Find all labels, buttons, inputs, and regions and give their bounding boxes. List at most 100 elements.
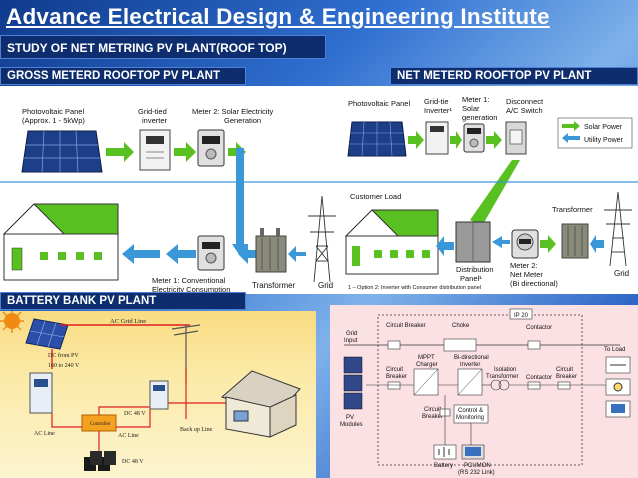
net-meter2-icon	[511, 229, 539, 259]
cb-left-symbol	[387, 381, 401, 390]
gross-meter2-label-1: Meter 2: Solar Electricity	[192, 107, 274, 116]
battery-inverter-right-icon	[149, 380, 169, 410]
legend-utility-label: Utility Power	[584, 137, 624, 144]
net-arrow-6-icon	[540, 235, 556, 253]
net-distribution-label-1: Distribution	[456, 265, 494, 274]
gross-arrow-4-icon	[166, 244, 196, 264]
page-title: Advance Electrical Design & Engineering …	[6, 4, 550, 29]
net-legend: Solar Power Utility Power	[557, 117, 633, 149]
battery-heading: BATTERY BANK PV PLANT	[0, 292, 246, 310]
grid-input-label-1: Grid	[346, 331, 357, 337]
pv-modules-label-1: PV	[346, 415, 354, 421]
page-subtitle: STUDY OF NET METRING PV PLANT(ROOF TOP)	[0, 35, 326, 59]
gross-inverter-label-2: inverter	[142, 116, 168, 125]
control-label-1: Control &	[458, 408, 483, 414]
ip20-label: IP 20	[514, 313, 529, 319]
net-inverter-label-2: Inverter¹	[424, 106, 452, 115]
net-inverter-icon	[425, 121, 449, 155]
backup-line-label: Back up Line	[180, 427, 213, 433]
net-customer-load-label: Customer Load	[350, 192, 401, 201]
net-footnote: 1 – Option 2: Inverter with Consumer dis…	[348, 285, 481, 291]
legend-solar-arrow-icon	[562, 121, 580, 131]
net-solar-panel-icon	[347, 121, 407, 157]
ac-line-left-label: AC Line	[34, 431, 55, 437]
battery-house-icon	[221, 370, 301, 438]
load-lamp-icon	[605, 378, 631, 396]
net-arrow-7-icon	[590, 235, 604, 253]
pcumon-label-1: PCUMON	[464, 463, 491, 469]
pcu-schematic-diagram: IP 20 Grid Input Circuit Breaker Choke C…	[330, 305, 638, 478]
net-pv-label: Photovoltaic Panel	[348, 99, 410, 108]
cb-left-label-2: Breaker	[386, 374, 407, 380]
net-distribution-label-2: Panel¹	[460, 274, 482, 283]
net-arrow-4-icon	[436, 236, 454, 256]
net-disconnect-label-2: A/C Switch	[506, 106, 543, 115]
cb-top-symbol	[387, 340, 401, 350]
battery-symbol-icon	[433, 444, 457, 460]
gross-solar-panel-icon	[21, 130, 103, 173]
cb-top-label: Circuit Breaker	[386, 323, 426, 329]
gross-inverter-icon	[139, 129, 171, 171]
net-solar-feed-arrow	[470, 160, 520, 226]
gross-down-arrow-icon	[232, 244, 248, 256]
gross-meter1-label-1: Meter 1: Conventional	[152, 276, 226, 285]
battery-bank-icon	[84, 451, 116, 471]
net-disconnect-icon	[505, 121, 527, 155]
net-meter1-label-3: generation	[462, 113, 497, 122]
load-tv-icon	[605, 400, 631, 418]
mppt-label-1: MPPT	[418, 355, 435, 361]
gross-transformer-icon	[255, 228, 287, 273]
gross-meter1-icon	[197, 235, 225, 271]
to-load-label: To Load	[604, 347, 625, 353]
isolation-coil-2	[498, 379, 510, 391]
net-arrow-3-icon	[486, 131, 502, 149]
sun-icon	[0, 311, 24, 333]
battery-label: Battery	[434, 463, 453, 469]
contactor-mid-symbol	[527, 381, 541, 390]
gross-heading: GROSS METERD ROOFTOP PV PLANT	[0, 67, 246, 85]
net-disconnect-label-1: Disconnect	[506, 97, 544, 106]
pcumon-computer-icon	[461, 444, 485, 460]
choke-label: Choke	[452, 323, 470, 329]
gross-pylon-icon	[308, 195, 336, 283]
gross-grid-label: Grid	[318, 281, 333, 290]
gross-house-icon	[2, 203, 119, 281]
net-meter2-label-1: Meter 2:	[510, 261, 538, 270]
net-arrow-2-icon	[450, 131, 462, 149]
net-meter1-icon	[463, 123, 485, 153]
net-house-icon	[344, 209, 439, 275]
dc48-bottom-label: DC 48 V	[122, 459, 144, 465]
contactor-top-symbol	[527, 340, 541, 350]
controller-label: Controller	[90, 422, 111, 427]
dc-from-pv-label-1: DC from PV	[48, 352, 79, 359]
cb-right-label-2: Breaker	[556, 374, 577, 380]
control-label-2: Monitoring	[456, 415, 484, 421]
battery-bank-diagram: AC Grid Line DC from PV 160 to 240 V Con…	[0, 311, 316, 478]
net-transformer-icon	[561, 223, 589, 259]
net-meter2-label-2: Net Meter	[510, 270, 543, 279]
net-meter1-label-1: Meter 1:	[462, 95, 490, 104]
gross-meter2-label-2: Generation	[224, 116, 261, 125]
ip20-enclosure	[377, 314, 583, 466]
net-heading: NET METERD ROOFTOP PV PLANT	[390, 67, 638, 85]
isolation-label-2: Transformer	[486, 374, 518, 380]
gross-pv-label-2: (Approx. 1 - 5kWp)	[22, 116, 85, 125]
ac-line-mid-label: AC Line	[118, 433, 139, 439]
net-arrow-1-icon	[408, 131, 424, 149]
cb-right-symbol	[557, 381, 571, 390]
gross-meter1-label-2: Electricity Consumption	[152, 285, 230, 294]
gross-arrow-1-icon	[106, 142, 134, 162]
net-arrow-5-icon	[492, 236, 510, 248]
legend-solar-label: Solar Power	[584, 124, 623, 131]
contactor-mid-label: Contactor	[526, 375, 552, 381]
gross-metered-diagram: Photovoltaic Panel (Approx. 1 - 5kWp) Gr…	[0, 86, 342, 294]
gross-transformer-label: Transformer	[252, 281, 296, 290]
isolation-label-1: Isolation	[494, 367, 516, 373]
dc48-top-label: DC 48 V	[124, 411, 146, 417]
net-distribution-panel-icon	[455, 221, 491, 263]
battery-solar-panel-icon	[25, 318, 69, 350]
grid-input-label-2: Input	[344, 338, 358, 344]
bidir-label-1: Bi-directional	[454, 355, 489, 361]
battery-inverter-left-icon	[29, 372, 53, 414]
cb-left-label-1: Circuit	[386, 367, 403, 373]
